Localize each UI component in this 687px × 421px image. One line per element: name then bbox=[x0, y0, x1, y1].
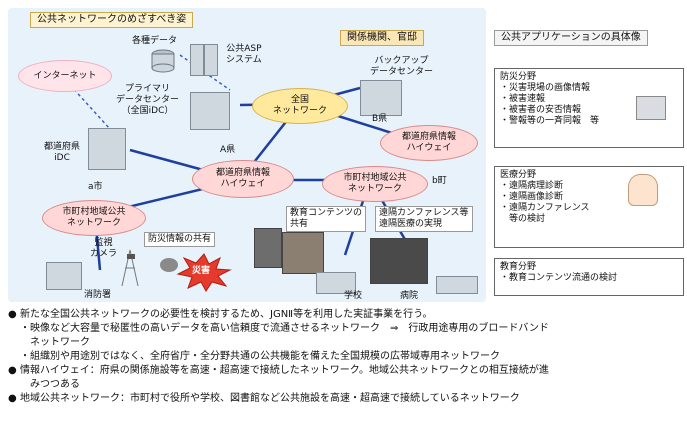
camera-tower-icon bbox=[121, 249, 139, 287]
note-3: ネットワーク bbox=[20, 337, 90, 348]
pref-highway-a-label: 都道府県情報 ハイウェイ bbox=[215, 168, 270, 189]
edu-contents-share-box: 教育コンテンツの 共有 bbox=[286, 206, 367, 232]
monitor-camera-label: 監視 カメラ bbox=[90, 238, 118, 259]
disaster-field-box: 防災分野 ・災害現場の画像情報 ・被害速報 ・被害者の安否情報 ・警報等の一斉同… bbox=[494, 68, 684, 148]
disaster-item: ・被害者の安否情報 bbox=[500, 105, 582, 115]
medical-item: ・遠隔カンファレンス bbox=[500, 203, 590, 213]
medical-item: ・遠隔病理診断 bbox=[500, 181, 564, 191]
hospital-building-icon bbox=[436, 276, 478, 294]
internet-label: インターネット bbox=[33, 70, 97, 81]
disaster-burst-icon bbox=[176, 253, 232, 292]
pref-highway-b-node: 都道府県情報 ハイウェイ bbox=[380, 125, 478, 161]
left-panel-title: 公共ネットワークのめざすべき姿 bbox=[30, 12, 194, 28]
medical-field-heading: 医療分野 bbox=[500, 170, 537, 180]
disaster-label: 災害 bbox=[192, 266, 211, 276]
national-network-node: 全国 ネットワーク bbox=[252, 88, 348, 124]
internet-cloud: インターネット bbox=[18, 60, 112, 92]
public-asp-label: 公共ASP システム bbox=[226, 44, 262, 65]
fire-dept-label: 消防署 bbox=[84, 290, 112, 300]
computer-icon bbox=[636, 96, 666, 120]
debris-icon bbox=[160, 258, 178, 272]
medical-item: ・遠隔画像診断 bbox=[500, 192, 564, 202]
municipal-network-b-label: 市町村地域公共 ネットワーク bbox=[343, 173, 407, 194]
agencies-label: 関係機関、官邸 bbox=[340, 30, 424, 46]
education-field-box: 教育分野 ・教育コンテンツ流通の検討 bbox=[494, 258, 684, 296]
note-5: ●情報ハイウェイ：府県の関係施設等を高速・超高速で接続したネットワーク。地域公共… bbox=[8, 365, 549, 376]
a-city-label: a市 bbox=[88, 182, 103, 192]
note-7: ●地域公共ネットワーク：市町村で役所や学校、図書館など公共施設を高速・超高速で接… bbox=[8, 393, 520, 404]
backup-dc-building-icon bbox=[360, 80, 402, 116]
classroom-photo bbox=[254, 228, 282, 268]
hospital-label: 病院 bbox=[400, 291, 419, 301]
pref-highway-a-node: 都道府県情報 ハイウェイ bbox=[192, 160, 294, 198]
students-photo bbox=[282, 232, 324, 274]
national-network-label: 全国 ネットワーク bbox=[272, 95, 327, 116]
server-icon-2 bbox=[204, 44, 218, 76]
disaster-field-heading: 防災分野 bbox=[500, 72, 537, 82]
notes: ●新たな全国公共ネットワークの必要性を検討するため、JGNⅡ等を利用した実証事業… bbox=[8, 308, 680, 406]
municipal-network-a-node: 市町村地域公共 ネットワーク bbox=[42, 200, 146, 236]
note-4: ・組織別や用途別ではなく、全府省庁・全分野共通の公共機能を備えた全国規模の広帯域… bbox=[20, 351, 500, 362]
note-6: みつつある bbox=[20, 379, 80, 390]
school-building-icon bbox=[316, 272, 356, 294]
kakushu-data-label: 各種データ bbox=[132, 36, 178, 46]
fire-station-building-icon bbox=[46, 262, 82, 290]
backup-dc-label: バックアップ データセンター bbox=[370, 56, 434, 77]
disaster-item: ・被害速報 bbox=[500, 94, 546, 104]
municipal-network-a-label: 市町村地域公共 ネットワーク bbox=[62, 207, 126, 228]
note-1: ●新たな全国公共ネットワークの必要性を検討するため、JGNⅡ等を利用した実証事業… bbox=[8, 309, 433, 320]
teleconf-box: 遠隔カンファレンス等 遠隔医療の実現 bbox=[375, 206, 473, 232]
primary-dc-building-icon bbox=[190, 92, 230, 130]
school-label: 学校 bbox=[344, 291, 363, 301]
pref-idc-building-icon bbox=[88, 128, 126, 170]
b-town-label: b町 bbox=[432, 176, 447, 186]
pref-idc-label: 都道府県 iDC bbox=[44, 142, 81, 163]
b-pref-label: B県 bbox=[372, 114, 388, 124]
education-item: ・教育コンテンツ流通の検討 bbox=[500, 273, 618, 283]
disaster-share-box: 防災情報の共有 bbox=[144, 232, 216, 247]
primary-dc-label: プライマリ データセンター （全国iDC） bbox=[116, 84, 180, 116]
database-icon bbox=[151, 49, 175, 73]
note-2: ・映像など大容量で秘匿性の高いデータを高い信頼度で流通させるネットワーク ⇒ 行… bbox=[20, 323, 549, 334]
right-panel-title: 公共アプリケーションの具体像 bbox=[494, 30, 648, 46]
medical-item: 等の検討 bbox=[500, 214, 546, 224]
education-field-heading: 教育分野 bbox=[500, 262, 537, 272]
conference-photo bbox=[370, 238, 428, 284]
a-pref-label: A県 bbox=[220, 145, 236, 155]
pref-highway-b-label: 都道府県情報 ハイウェイ bbox=[401, 132, 456, 153]
doctor-icon bbox=[628, 174, 658, 206]
disaster-item: ・警報等の一斉同報 等 bbox=[500, 116, 600, 126]
municipal-network-b-node: 市町村地域公共 ネットワーク bbox=[322, 166, 428, 202]
server-icon bbox=[190, 44, 204, 76]
disaster-item: ・災害現場の画像情報 bbox=[500, 83, 591, 93]
